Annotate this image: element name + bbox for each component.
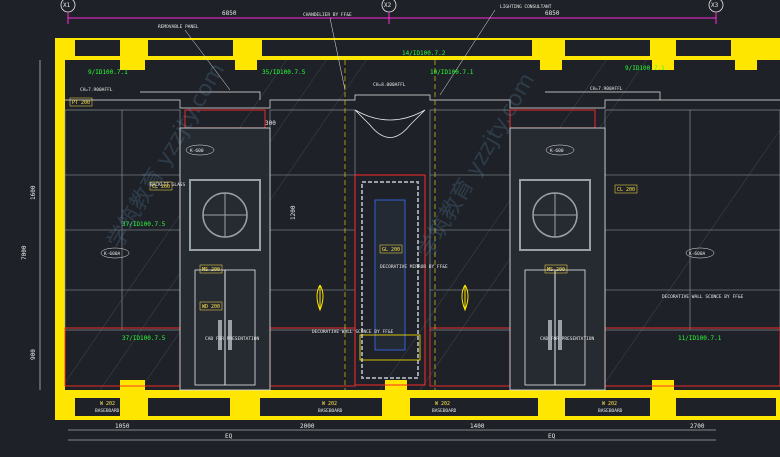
left-cabinet — [179, 127, 271, 391]
section-references: 9/ID100.7.1 35/ID100.7.5 14/ID100.7.2 10… — [80, 50, 722, 342]
ref-left-low: 37/ID100.7.5 — [122, 335, 166, 342]
callout-cabinet-right: CAB FOR PRESENTATION — [540, 336, 594, 342]
ref-right-low: 11/ID100.7.1 — [678, 335, 722, 342]
dim-bottom-eq-1: EQ — [225, 433, 233, 440]
tag-ms-right: MS 200 — [547, 267, 565, 273]
grid-label-x1: X1 — [63, 2, 71, 9]
material-tags: PT 200 CL 200 CL 200 MS 200 MS 200 GL 20… — [69, 97, 715, 311]
tag-k600-right: K-600 — [550, 148, 564, 154]
tag-k600-left: K-600 — [190, 148, 204, 154]
callout-sconce-left: DECORATIVE WALL SCONCE BY FF&E — [312, 329, 394, 335]
baseboard-1: BASEBOARD — [95, 408, 120, 414]
callout-chandelier: CHANDELIER BY FF&E — [303, 12, 352, 18]
dim-bottom-2700: 2700 — [690, 423, 705, 430]
ref-center-top2: 10/ID100.7.1 — [430, 69, 474, 76]
callout-lighting: LIGHTING CONSULTANT — [500, 4, 552, 10]
dim-300: 300 — [265, 120, 276, 127]
ref-center-top: 14/ID100.7.2 — [402, 50, 446, 57]
right-cabinet — [509, 127, 606, 391]
tag-cl-right: CL 200 — [617, 187, 635, 193]
wall-sconces — [316, 284, 469, 312]
dim-bottom-2000: 2000 — [300, 423, 315, 430]
callout-backlit-glass: BACKLIT GLASS — [150, 182, 186, 188]
dim-vertical-7000: 7000 — [21, 245, 28, 260]
callouts: REMOVABLE PANEL CHANDELIER BY FF&E LIGHT… — [150, 4, 744, 342]
top-dimension: 6850 6850 — [67, 10, 717, 24]
bottom-dimension: 1050 EQ 2000 EQ 1400 2700 — [68, 423, 716, 441]
ref-left-mid: 37/ID100.7.5 — [122, 221, 166, 228]
level-ch-left: CH=7.900AFFL — [80, 87, 113, 93]
callout-cabinet-left: CAB FOR PRESENTATION — [205, 336, 259, 342]
grid-label-x2: X2 — [384, 2, 392, 9]
dim-bay-1: 6850 — [222, 10, 237, 17]
central-mirror — [344, 60, 436, 390]
dim-vertical-1200: 1200 — [290, 205, 297, 220]
tag-cl-left: CL 200 — [152, 184, 170, 190]
tag-wc-4: W 202 — [602, 401, 617, 407]
sconce-right — [461, 284, 469, 312]
tag-gl: GL 200 — [382, 247, 400, 253]
callout-decorative-mirror: DECORATIVE MIRROR BY FF&E — [380, 264, 448, 270]
tag-pt: PT 200 — [72, 100, 90, 106]
baseboard-2: BASEBOARD — [318, 408, 343, 414]
level-ch-center: CH=8.000AFFL — [373, 82, 406, 88]
baseboard-labels: BASEBOARD BASEBOARD BASEBOARD BASEBOARD … — [95, 401, 623, 414]
dim-vertical-1600: 1600 — [30, 185, 37, 200]
tag-k600a-right: K-600A — [689, 251, 706, 257]
dim-bottom-1050: 1050 — [115, 423, 130, 430]
vertical-dimension: 7000 1600 900 1200 300 — [21, 60, 297, 390]
tag-wc-3: W 202 — [435, 401, 450, 407]
baseboard-4: BASEBOARD — [598, 408, 623, 414]
ref-right-top: 9/ID100.7.1 — [625, 65, 665, 72]
level-ch-right: CH=7.900AFFL — [590, 86, 623, 92]
dim-bottom-eq-2: EQ — [548, 433, 556, 440]
dim-bottom-1400: 1400 — [470, 423, 485, 430]
baseboard-3: BASEBOARD — [432, 408, 457, 414]
tag-wd: WD 200 — [202, 304, 220, 310]
frame-openings — [75, 40, 776, 416]
sconce-left — [316, 284, 324, 312]
tag-wc-1: W 202 — [100, 401, 115, 407]
tag-k600a-left: K-600A — [104, 251, 121, 257]
grid-label-x3: X3 — [711, 2, 719, 9]
ref-left-top: 9/ID100.7.1 — [88, 69, 128, 76]
callout-removable-panel: REMOVABLE PANEL — [158, 24, 199, 30]
dim-vertical-900: 900 — [30, 349, 37, 360]
tag-ms-left: MS 200 — [202, 267, 220, 273]
tag-wc-2: W 202 — [322, 401, 337, 407]
cornice — [65, 91, 780, 109]
callout-sconce-right: DECORATIVE WALL SCONCE BY FF&E — [662, 294, 744, 300]
ref-left-top2: 35/ID100.7.5 — [262, 69, 306, 76]
dim-bay-2: 6850 — [545, 10, 560, 17]
